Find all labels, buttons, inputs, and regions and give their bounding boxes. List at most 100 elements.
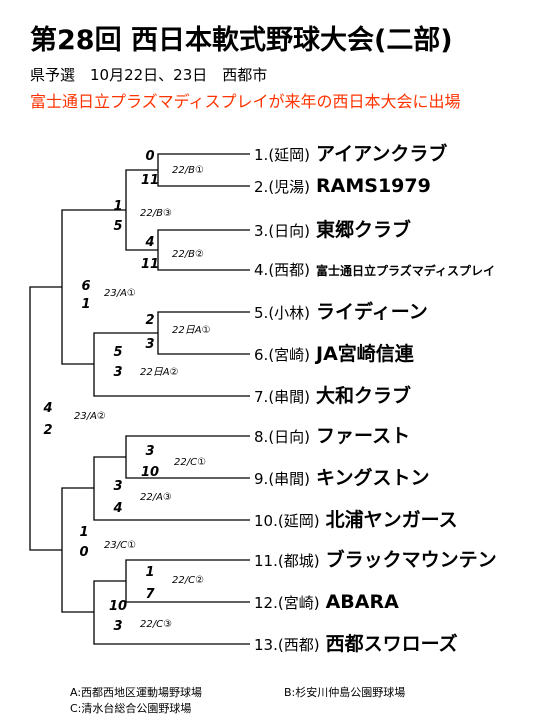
- team-number: 8.: [254, 428, 269, 446]
- team-name: ライディーン: [316, 301, 428, 323]
- event-date-location: 県予選 10月22日、23日 西都市: [30, 66, 268, 84]
- team-row: 6.(宮崎) JA宮崎信連: [254, 342, 414, 366]
- team-number: 7.: [254, 388, 269, 406]
- team-row: 1.(延岡) アイアンクラブ: [254, 142, 447, 166]
- score-bottom: 11: [141, 173, 159, 188]
- team-number: 3.: [254, 222, 269, 240]
- team-name: 北浦ヤンガース: [325, 509, 458, 531]
- team-region: (日向): [268, 222, 311, 240]
- venue-a: A:西都西地区運動場野球場: [70, 686, 203, 699]
- team-region: (延岡): [268, 146, 311, 164]
- team-number: 9.: [254, 470, 269, 488]
- venue-c: C:清水台総合公園野球場: [70, 702, 192, 715]
- team-region: (串間): [268, 388, 311, 406]
- score-bottom: 2: [43, 423, 52, 438]
- team-row: 10.(延岡) 北浦ヤンガース: [254, 508, 458, 532]
- game-label: 22日A②: [140, 367, 179, 378]
- team-name: 大和クラブ: [316, 385, 412, 407]
- game-label: 22/A③: [140, 492, 172, 503]
- team-name: アイアンクラブ: [316, 143, 448, 165]
- game-label: 22/B①: [172, 165, 204, 176]
- team-region: (宮崎): [268, 346, 311, 364]
- game-label: 22/B②: [172, 249, 204, 260]
- score-bottom: 0: [79, 545, 88, 560]
- team-name: 西都スワローズ: [325, 633, 458, 655]
- team-number: 5.: [254, 304, 269, 322]
- bracket-line-g10: [61, 487, 94, 613]
- team-region: (児湯): [268, 178, 311, 196]
- team-region: (西都): [268, 261, 311, 279]
- score-top: 0: [145, 149, 154, 164]
- team-row: 7.(串間) 大和クラブ: [254, 384, 411, 408]
- team-number: 2.: [254, 178, 269, 196]
- score-top: 1: [113, 199, 122, 214]
- team-row: 9.(串間) キングストン: [254, 466, 429, 490]
- team-row: 8.(日向) ファースト: [254, 424, 410, 448]
- team-number: 11.: [254, 552, 278, 570]
- score-top: 1: [79, 525, 88, 540]
- score-top: 3: [113, 479, 122, 494]
- score-top: 4: [42, 401, 52, 416]
- team-name: RAMS1979: [316, 175, 431, 197]
- team-row: 5.(小林) ライディーン: [254, 300, 428, 324]
- team-name: 富士通日立プラズマディスプレイ: [316, 264, 495, 278]
- team-row: 12.(宮崎) ABARA: [254, 590, 399, 614]
- team-region: (西都): [277, 636, 320, 654]
- team-region: (日向): [268, 428, 311, 446]
- team-name: JA宮崎信連: [316, 343, 414, 365]
- team-name: ファースト: [316, 425, 411, 447]
- team-region: (都城): [277, 552, 320, 570]
- team-name: ブラックマウンテン: [325, 549, 497, 571]
- game-label: 23/A②: [74, 411, 106, 422]
- team-row: 11.(都城) ブラックマウンテン: [254, 548, 497, 572]
- team-name: キングストン: [316, 467, 430, 489]
- team-name: ABARA: [325, 591, 399, 613]
- team-number: 4.: [254, 261, 269, 279]
- team-number: 12.: [254, 594, 278, 612]
- team-row: 4.(西都) 富士通日立プラズマディスプレイ: [254, 258, 495, 282]
- game-label: 22/B③: [140, 208, 172, 219]
- game-label: 23/A①: [104, 288, 136, 299]
- page-title: 第28回 西日本軟式野球大会(二部): [30, 25, 453, 56]
- score-top: 1: [145, 565, 154, 580]
- score-top: 5: [113, 345, 122, 360]
- team-row: 3.(日向) 東郷クラブ: [254, 218, 411, 242]
- score-bottom: 3: [113, 619, 122, 634]
- team-number: 1.: [254, 146, 269, 164]
- game-label: 22/C②: [172, 575, 204, 586]
- score-top: 4: [144, 235, 154, 250]
- venue-b: B:杉安川仲島公園野球場: [284, 686, 406, 699]
- qualifier-notice: 富士通日立プラズマディスプレイが来年の西日本大会に出場: [30, 92, 461, 111]
- team-row: 2.(児湯) RAMS1979: [254, 174, 431, 198]
- team-number: 6.: [254, 346, 269, 364]
- score-bottom: 3: [145, 337, 154, 352]
- score-bottom: 4: [112, 501, 122, 516]
- score-top: 10: [109, 599, 127, 614]
- game-label: 22/C①: [174, 457, 206, 468]
- team-row: 13.(西都) 西都スワローズ: [254, 632, 458, 656]
- team-region: (宮崎): [277, 594, 320, 612]
- score-bottom: 3: [113, 365, 122, 380]
- team-number: 10.: [254, 512, 278, 530]
- score-bottom: 5: [113, 219, 122, 234]
- team-region: (小林): [268, 304, 311, 322]
- score-bottom: 7: [145, 587, 155, 602]
- team-name: 東郷クラブ: [316, 219, 412, 241]
- score-bottom: 10: [141, 465, 159, 480]
- score-top: 3: [145, 444, 154, 459]
- game-label: 22/C③: [140, 619, 172, 630]
- score-top: 2: [145, 313, 154, 328]
- team-region: (延岡): [277, 512, 320, 530]
- bracket-lines: [29, 153, 250, 645]
- team-region: (串間): [268, 470, 311, 488]
- score-top: 6: [81, 279, 90, 294]
- score-bottom: 11: [141, 257, 159, 272]
- bracket-line-g7: [29, 286, 62, 551]
- game-label: 23/C①: [104, 540, 136, 551]
- score-bottom: 1: [81, 297, 90, 312]
- game-label: 22日A①: [172, 325, 211, 336]
- team-number: 13.: [254, 636, 278, 654]
